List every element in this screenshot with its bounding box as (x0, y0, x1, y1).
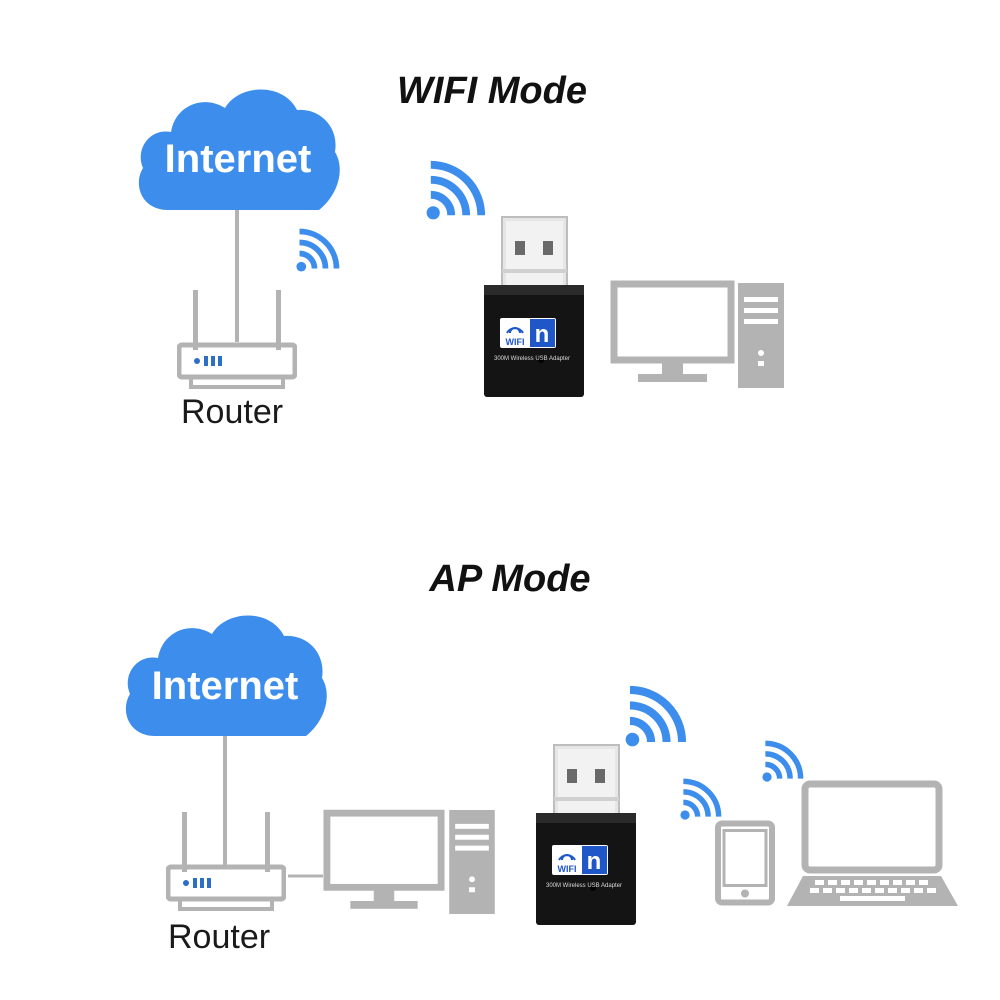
cloud-icon: Internet (125, 615, 327, 736)
adapter-caption: 300M Wireless USB Adapter (546, 883, 622, 889)
router-label: Router (168, 918, 271, 956)
monitor-icon (327, 813, 441, 909)
adapter-logo-letter: n (535, 321, 550, 348)
pc-tower-icon (738, 283, 784, 388)
pc-tower-icon (449, 810, 495, 914)
adapter-logo-text: WIFI (558, 864, 577, 874)
wifi-signal-icon (680, 781, 718, 819)
wifi-signal-icon (762, 743, 800, 781)
ap-mode-title: AP Mode (429, 558, 591, 600)
usb-adapter-icon: n WIFI 300M Wireless USB Adapter (536, 744, 636, 926)
wifi-signal-icon (427, 165, 482, 220)
wifi-mode-section: Internet n WIFI 300M Wireless USB Adapte… (138, 89, 784, 398)
monitor-icon (614, 284, 731, 382)
ap-mode-section: Internet n WIFI 300M Wireless USB Adapte… (125, 615, 958, 926)
cloud-label: Internet (165, 137, 312, 181)
wifi-mode-title: WIFI Mode (397, 70, 587, 112)
adapter-logo-n-block (530, 319, 555, 347)
adapter-logo-n-block (582, 846, 607, 874)
laptop-icon (787, 784, 958, 906)
adapter-logo-letter: n (587, 848, 602, 875)
wifi-signal-icon (296, 232, 336, 272)
wifi-signal-icon (626, 690, 682, 746)
router-label: Router (181, 393, 284, 431)
adapter-caption: 300M Wireless USB Adapter (494, 356, 570, 362)
tablet-icon (718, 824, 772, 903)
cloud-icon: Internet (138, 89, 340, 210)
adapter-logo-text: WIFI (506, 337, 525, 347)
usb-adapter-icon: n WIFI 300M Wireless USB Adapter (484, 216, 584, 398)
cloud-label: Internet (152, 664, 299, 708)
